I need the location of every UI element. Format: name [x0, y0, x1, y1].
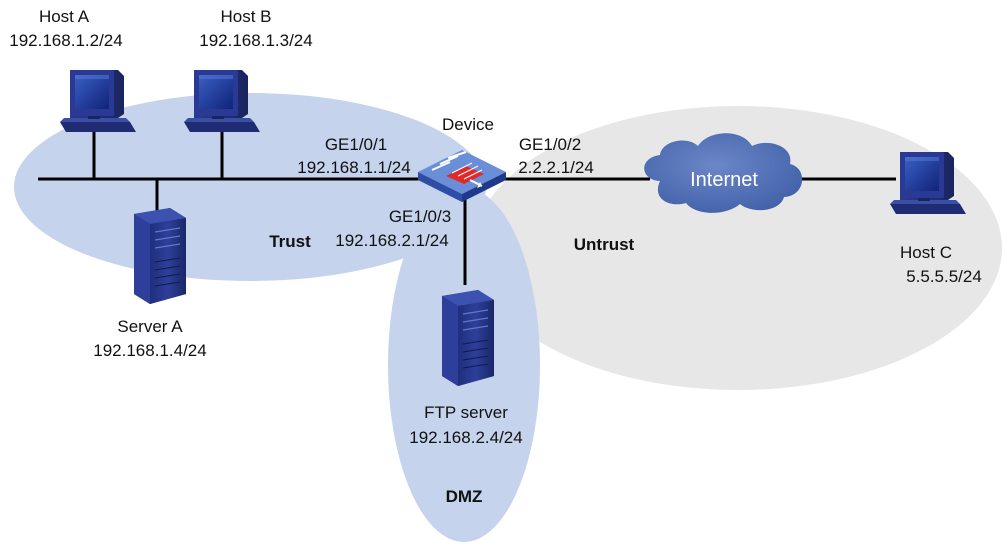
- server-a-ip: 192.168.1.4/24: [93, 341, 206, 360]
- untrust-zone: [474, 106, 1002, 390]
- host-c-name: Host C: [900, 243, 952, 262]
- ge1-name: GE1/0/1: [325, 135, 387, 154]
- cloud-icon: Internet: [644, 133, 803, 213]
- untrust-zone-label: Untrust: [574, 235, 635, 254]
- firewall-icon: [418, 150, 506, 202]
- ftp-server-name: FTP server: [424, 403, 508, 422]
- server-a-server-icon: [133, 207, 187, 305]
- labels: Host A 192.168.1.2/24 Host B 192.168.1.3…: [9, 7, 982, 506]
- trust-zone-label: Trust: [269, 232, 311, 251]
- dmz-zone-label: DMZ: [446, 487, 483, 506]
- network-links: [38, 131, 896, 285]
- ge1-ip: 192.168.1.1/24: [297, 158, 410, 177]
- internet-label: Internet: [690, 169, 758, 191]
- host-b-name: Host B: [220, 7, 271, 26]
- ftp-server-ip: 192.168.2.4/24: [409, 428, 522, 447]
- host-a-name: Host A: [39, 7, 90, 26]
- host-a-ip: 192.168.1.2/24: [9, 31, 122, 50]
- host-c-ip: 5.5.5.5/24: [906, 267, 982, 286]
- ge2-ip: 2.2.2.1/24: [518, 158, 594, 177]
- host-a-computer-icon: [60, 70, 136, 132]
- server-a-name: Server A: [117, 317, 183, 336]
- ge3-name: GE1/0/3: [389, 207, 451, 226]
- ftp-server-icon: [441, 289, 495, 387]
- ge3-ip: 192.168.2.1/24: [335, 231, 448, 250]
- device-label: Device: [442, 115, 494, 134]
- trust-zone: [14, 93, 486, 281]
- host-b-ip: 192.168.1.3/24: [199, 31, 312, 50]
- ge2-name: GE1/0/2: [519, 135, 581, 154]
